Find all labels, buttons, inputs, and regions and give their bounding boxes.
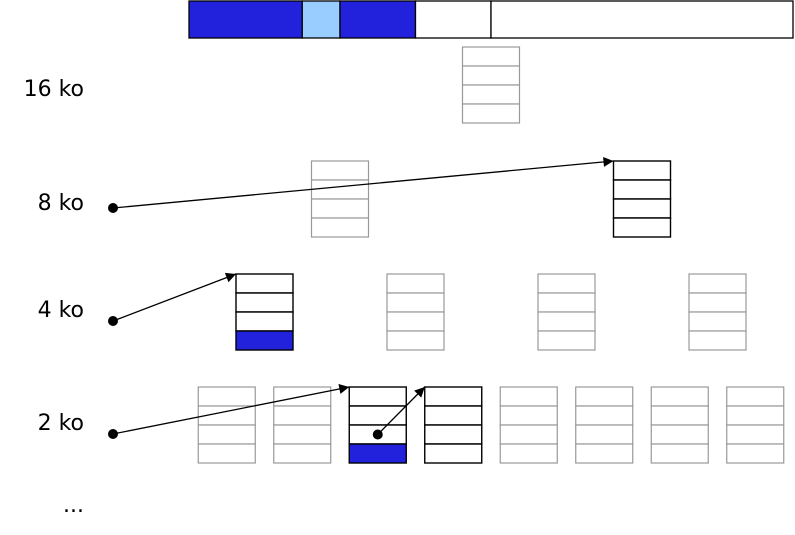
- block-outline: [197, 386, 256, 464]
- block-slot: [461, 84, 521, 105]
- block-outline: [575, 386, 634, 464]
- block-slot: [575, 405, 634, 426]
- block-slot: [726, 443, 785, 464]
- block-slot: [688, 311, 747, 332]
- block-slot: [650, 424, 709, 445]
- memory-segment-free: [490, 0, 794, 39]
- block-slot: [386, 273, 445, 294]
- block-outline: [688, 273, 747, 351]
- block-slot: [310, 217, 370, 238]
- block-slot: [273, 443, 332, 464]
- pointer-arrow: [112, 156, 614, 209]
- pointer-arrow: [377, 386, 426, 435]
- block-slot: [461, 46, 521, 67]
- block-outline: [461, 46, 521, 124]
- block-slot: [386, 292, 445, 313]
- block-slot: [688, 330, 747, 351]
- block-slot: [575, 386, 634, 407]
- block-slot: [197, 386, 256, 407]
- block-slot: [499, 405, 558, 426]
- block-slot: [537, 292, 596, 313]
- free-block: [424, 386, 483, 464]
- block-slot: [424, 443, 483, 464]
- block-slot: [235, 292, 294, 313]
- block-slot: [650, 386, 709, 407]
- block-slot: [537, 330, 596, 351]
- block-slot: [726, 424, 785, 445]
- block-slot: [688, 292, 747, 313]
- block-slot: [461, 65, 521, 86]
- block-slot: [348, 386, 407, 407]
- block-slot: [424, 386, 483, 407]
- block-outline: [310, 160, 370, 238]
- memory-segment-allocated: [339, 0, 417, 39]
- allocated-slot: [235, 330, 294, 351]
- size-label-2ko: 2 ko: [38, 411, 84, 436]
- block-slot: [537, 273, 596, 294]
- block-slot: [197, 443, 256, 464]
- block-slot: [235, 273, 294, 294]
- block-slot: [310, 179, 370, 200]
- block-slot: [726, 386, 785, 407]
- block-slot: [499, 443, 558, 464]
- block-outline: [273, 386, 332, 464]
- block-slot: [688, 273, 747, 294]
- memory-segment-allocated: [188, 0, 303, 39]
- block-slot: [612, 217, 672, 238]
- block-slot: [650, 405, 709, 426]
- block-slot: [499, 424, 558, 445]
- block-slot: [348, 405, 407, 426]
- block-slot: [575, 424, 634, 445]
- block-slot: [310, 198, 370, 219]
- free-block: [348, 386, 407, 464]
- pointer-arrow: [112, 384, 350, 435]
- block-slot: [575, 443, 634, 464]
- size-label-16ko: 16 ko: [24, 77, 84, 102]
- block-slot: [424, 424, 483, 445]
- free-list-pointers: [108, 156, 614, 440]
- block-outline: [650, 386, 709, 464]
- block-slot: [273, 405, 332, 426]
- block-outline: [537, 273, 596, 351]
- block-slot: [612, 179, 672, 200]
- pointer-arrow: [112, 272, 237, 322]
- block-slot: [612, 198, 672, 219]
- block-slot: [386, 311, 445, 332]
- block-slot: [424, 405, 483, 426]
- size-label-8ko: 8 ko: [38, 191, 84, 216]
- block-slot: [235, 311, 294, 332]
- memory-bar: [188, 0, 794, 39]
- block-slot: [726, 405, 785, 426]
- free-list-blocks: [197, 46, 785, 464]
- memory-segment-highlight: [301, 0, 341, 39]
- block-slot: [537, 311, 596, 332]
- size-label-4ko: 4 ko: [38, 298, 84, 323]
- block-slot: [499, 386, 558, 407]
- block-slot: [612, 160, 672, 181]
- block-outline: [386, 273, 445, 351]
- ellipsis-label: ...: [63, 493, 84, 518]
- block-outline: [499, 386, 558, 464]
- free-block: [235, 273, 294, 351]
- block-slot: [273, 424, 332, 445]
- block-outline: [726, 386, 785, 464]
- block-slot: [461, 103, 521, 124]
- block-slot: [650, 443, 709, 464]
- free-block: [612, 160, 672, 238]
- block-slot: [386, 330, 445, 351]
- block-slot: [197, 424, 256, 445]
- allocated-slot: [348, 443, 407, 464]
- memory-segment-free: [414, 0, 492, 39]
- block-slot: [310, 160, 370, 181]
